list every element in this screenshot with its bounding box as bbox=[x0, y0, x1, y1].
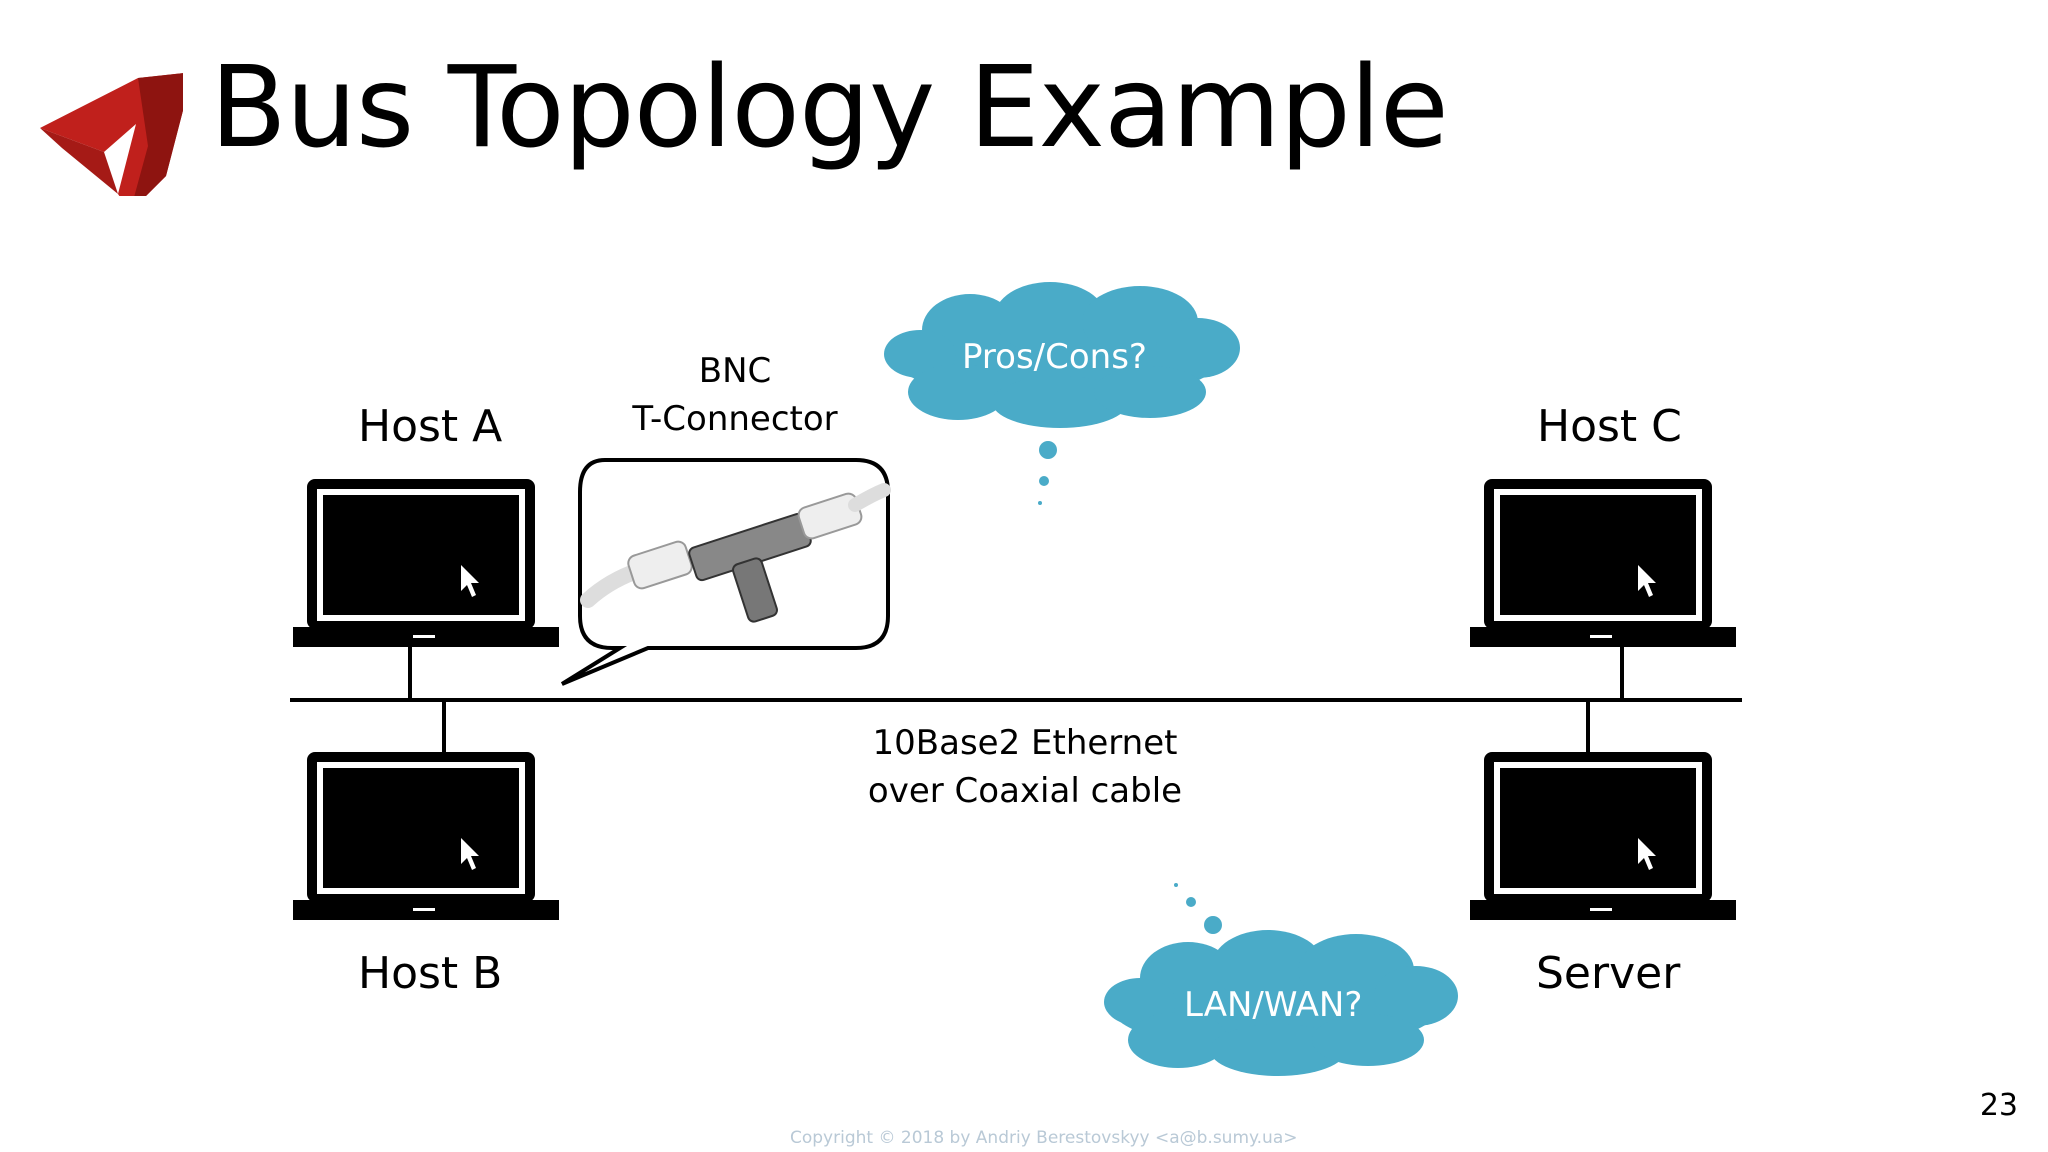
host-b-label: Host B bbox=[358, 948, 503, 999]
pros-cons-cloud-shape bbox=[884, 282, 1240, 505]
cable-label-line1: 10Base2 Ethernet bbox=[872, 723, 1178, 763]
laptop-host-a-icon bbox=[293, 479, 559, 647]
lan-wan-cloud-label: LAN/WAN? bbox=[1184, 985, 1363, 1025]
laptop-host-b-icon bbox=[293, 752, 559, 920]
server-label: Server bbox=[1536, 948, 1681, 999]
bnc-label-line1: BNC bbox=[698, 351, 772, 391]
logo-a-icon bbox=[40, 73, 183, 196]
bnc-label-line2: T-Connector bbox=[632, 398, 838, 439]
bnc-connector-label: BNC T-Connector bbox=[610, 348, 860, 443]
laptop-host-c-icon bbox=[1470, 479, 1736, 647]
lan-wan-cloud-shape bbox=[1104, 883, 1458, 1076]
page-title: Bus Topology Example bbox=[210, 43, 1449, 173]
host-a-label: Host A bbox=[358, 401, 503, 452]
pros-cons-cloud-label: Pros/Cons? bbox=[962, 337, 1147, 377]
page-number: 23 bbox=[1979, 1088, 2018, 1123]
cable-label-line2: over Coaxial cable bbox=[867, 770, 1183, 811]
bnc-t-connector-icon bbox=[580, 483, 891, 623]
laptop-server-icon bbox=[1470, 752, 1736, 920]
cable-label: 10Base2 Ethernet over Coaxial cable bbox=[855, 720, 1195, 815]
host-c-label: Host C bbox=[1537, 401, 1682, 452]
copyright-footer: Copyright © 2018 by Andriy Berestovskyy … bbox=[790, 1128, 1298, 1148]
